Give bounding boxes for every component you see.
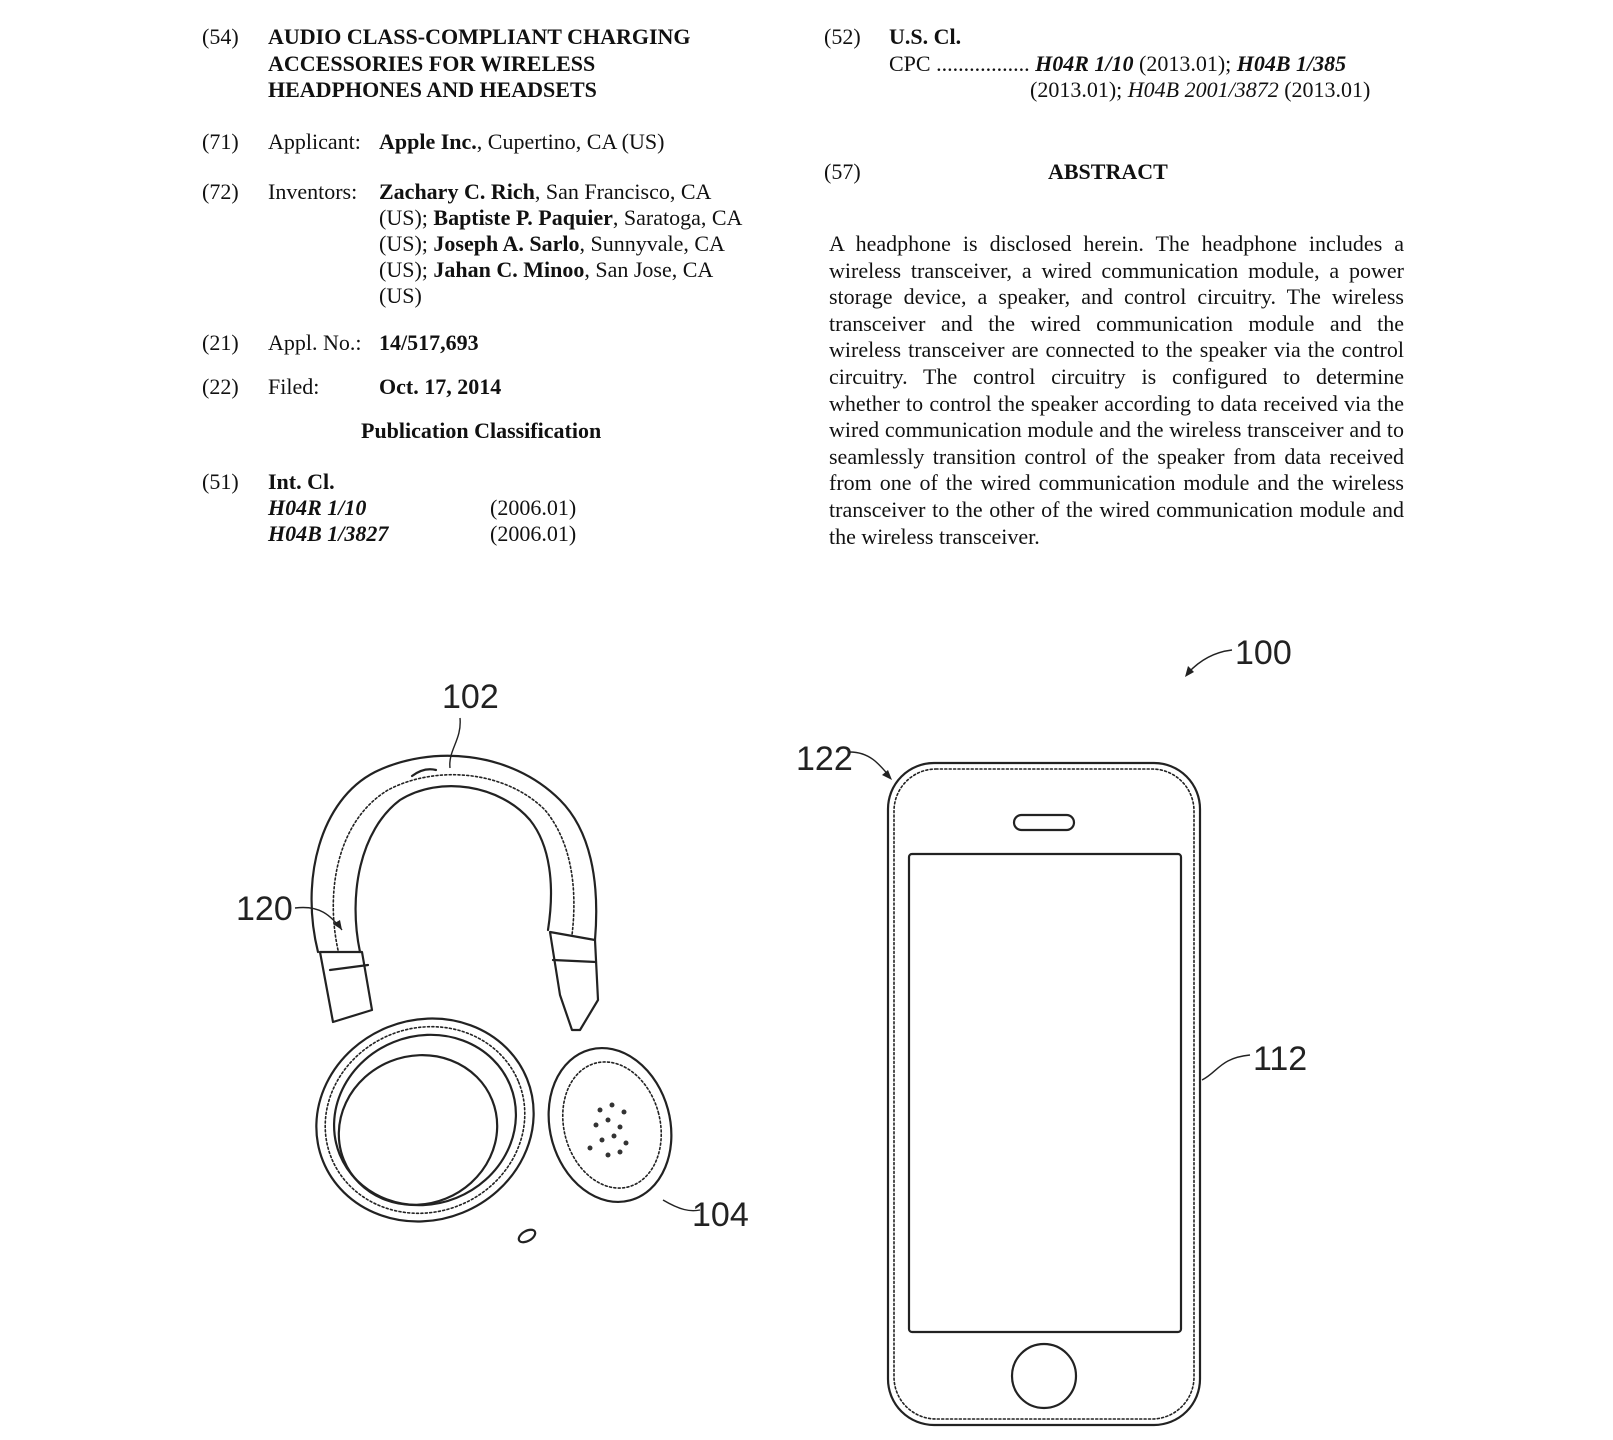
inventor-country: (US);: [379, 257, 434, 282]
inventor-line-1: Zachary C. Rich, San Francisco, CA: [379, 179, 711, 206]
field-code-22: (22): [202, 374, 239, 399]
inventor-line-5: (US): [379, 283, 422, 308]
arrowhead-100: [1185, 666, 1194, 677]
field-code-21: (21): [202, 330, 239, 355]
ref-label-104: 104: [692, 1196, 749, 1234]
cpc-line-1: CPC ................. H04R 1/10 (2013.01…: [889, 51, 1346, 78]
cpc-version: (2013.01);: [1030, 77, 1128, 102]
abstract-heading: ABSTRACT: [1048, 159, 1168, 184]
cpc-class: H04R 1/10: [1035, 50, 1134, 76]
cpc-version: (2013.01);: [1133, 50, 1237, 76]
filed-label: Filed:: [268, 374, 320, 399]
inventor-country: (US);: [379, 205, 434, 230]
field-code-57: (57): [824, 159, 861, 184]
appl-no-label: Appl. No.:: [268, 330, 362, 355]
leader-line-104: [662, 1199, 701, 1212]
inventor-name: Zachary C. Rich: [379, 179, 535, 204]
headphones-drawing: [310, 754, 673, 1244]
field-code-51: (51): [202, 469, 239, 494]
leader-arrow-100: [1187, 649, 1233, 674]
cpc-class: H04B 2001/3872: [1127, 77, 1279, 102]
field-code-71: (71): [202, 129, 239, 154]
inventor-location: , San Jose, CA: [584, 257, 714, 282]
cpc-class: H04B 1/385: [1236, 50, 1347, 76]
arrowhead-120: [333, 920, 342, 930]
int-cl-version: (2006.01): [490, 521, 577, 546]
appl-no-value: 14/517,693: [379, 330, 479, 355]
abstract-text: A headphone is disclosed herein. The hea…: [829, 231, 1404, 549]
applicant-label: Applicant:: [268, 129, 361, 154]
filed-value: Oct. 17, 2014: [379, 374, 502, 399]
cpc-line-2: (2013.01); H04B 2001/3872 (2013.01): [1030, 77, 1370, 104]
leader-line-102: [449, 717, 461, 769]
applicant-location: , Cupertino, CA (US): [476, 129, 665, 154]
applicant-name: Apple Inc.: [379, 129, 477, 154]
inventor-line-2: (US); Baptiste P. Paquier, Saratoga, CA: [379, 205, 742, 232]
inventor-location: , Saratoga, CA: [612, 205, 743, 230]
patent-title-line-2: ACCESSORIES FOR WIRELESS: [268, 50, 596, 76]
inventor-line-4: (US); Jahan C. Minoo, San Jose, CA: [379, 257, 713, 284]
field-code-54: (54): [202, 24, 239, 49]
cpc-label: CPC: [889, 50, 931, 76]
int-cl-version: (2006.01): [490, 495, 577, 520]
leader-line-112: [1201, 1054, 1251, 1081]
patent-figure: 102 120 104 122 112 100: [236, 634, 1307, 1427]
int-cl-label: Int. Cl.: [268, 469, 335, 494]
cpc-version: (2013.01): [1278, 77, 1371, 102]
inventor-location: , Sunnyvale, CA: [579, 231, 725, 256]
inventor-country: (US);: [379, 231, 434, 256]
inventor-location: , San Francisco, CA: [534, 179, 712, 204]
ref-label-100: 100: [1235, 634, 1292, 672]
ref-label-112: 112: [1253, 1040, 1307, 1078]
arrowhead-122: [882, 770, 892, 780]
field-code-52: (52): [824, 24, 861, 49]
int-cl-class: H04R 1/10: [268, 495, 367, 520]
us-cl-label: U.S. Cl.: [889, 24, 962, 49]
leader-arrow-122: [849, 751, 891, 778]
inventor-name: Joseph A. Sarlo: [433, 231, 580, 256]
ref-label-122: 122: [796, 740, 853, 778]
ref-label-102: 102: [442, 678, 499, 716]
int-cl-class: H04B 1/3827: [268, 521, 389, 546]
ref-label-120: 120: [236, 890, 293, 928]
patent-title-line-1: AUDIO CLASS-COMPLIANT CHARGING: [268, 24, 691, 49]
phone-drawing: [886, 761, 1202, 1427]
publication-classification-heading: Publication Classification: [361, 418, 602, 443]
inventors-label: Inventors:: [268, 179, 358, 204]
inventor-name: Jahan C. Minoo: [433, 257, 585, 282]
inventor-name: Baptiste P. Paquier: [433, 205, 613, 230]
field-code-72: (72): [202, 179, 239, 204]
applicant-value: Apple Inc., Cupertino, CA (US): [379, 129, 664, 156]
inventor-line-3: (US); Joseph A. Sarlo, Sunnyvale, CA: [379, 231, 725, 258]
cpc-leader-dots: .................: [936, 50, 1030, 76]
patent-title-line-3: HEADPHONES AND HEADSETS: [268, 77, 597, 102]
